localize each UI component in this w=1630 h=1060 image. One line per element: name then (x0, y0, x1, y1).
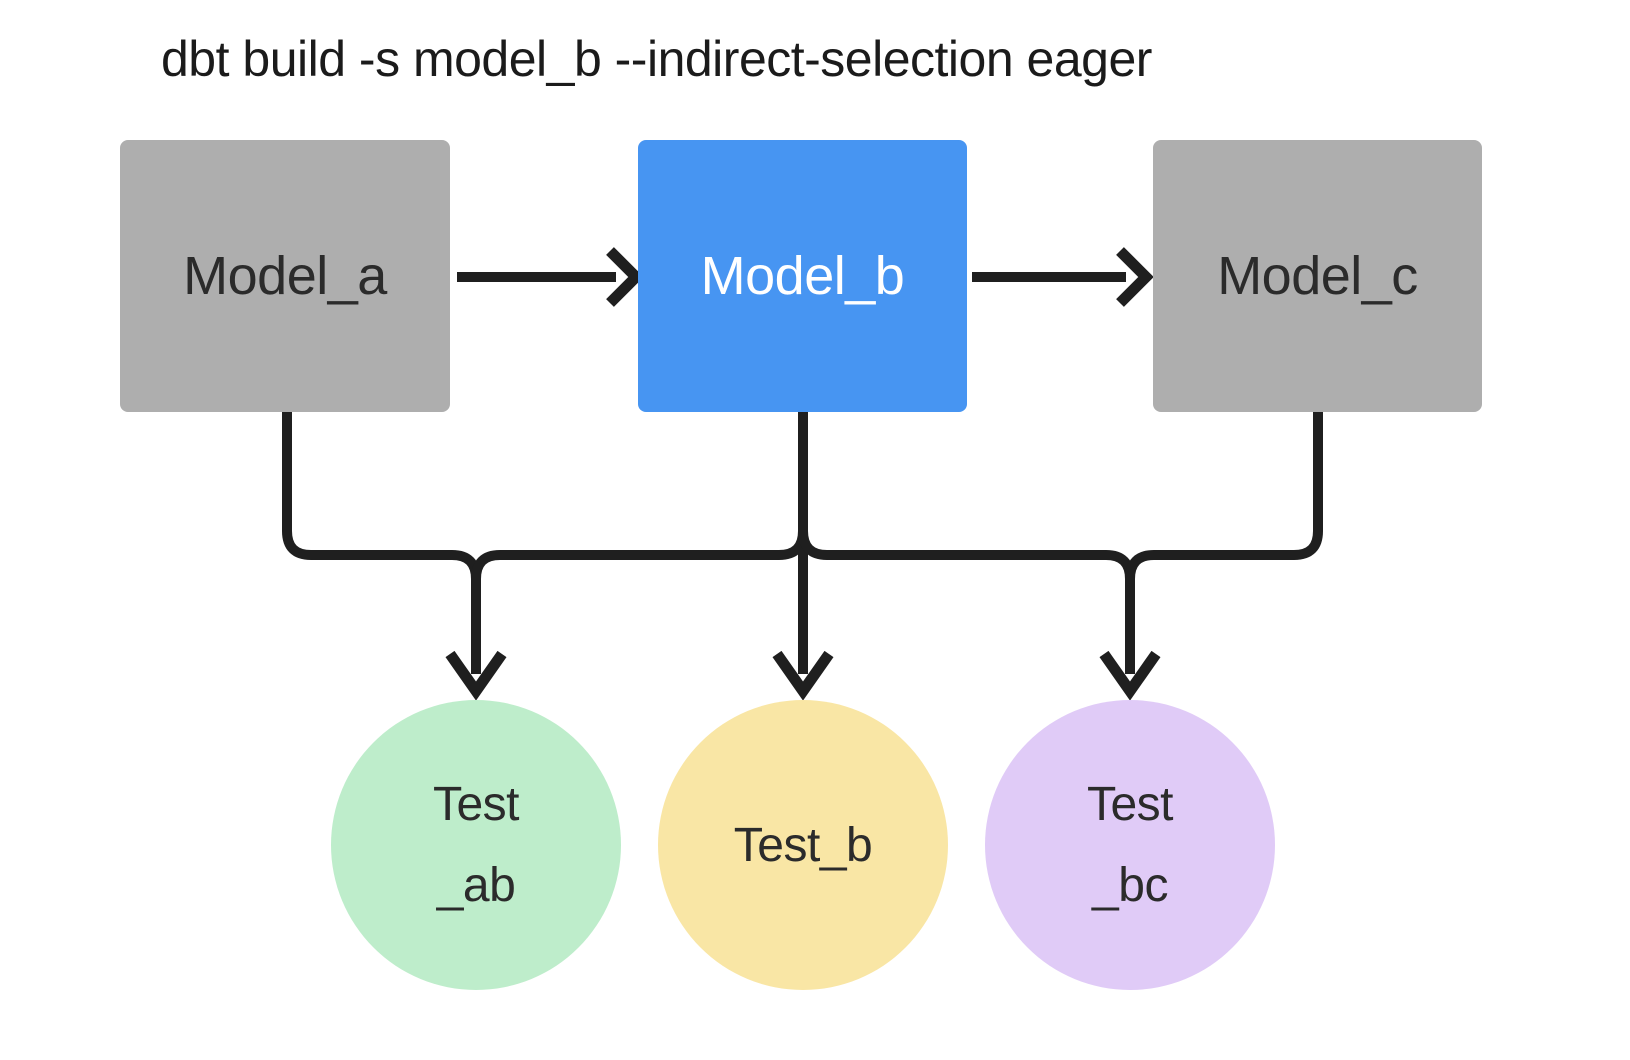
node-model-a-label: Model_a (183, 246, 387, 306)
edge-model-c-to-test-bc (1125, 412, 1323, 580)
node-test-bc-label-line2: _bc (1092, 859, 1168, 912)
node-test-ab: Test _ab (331, 700, 621, 990)
edge-model-b-to-test-bc (798, 530, 1135, 674)
node-test-bc: Test _bc (985, 700, 1275, 990)
diagram-title: dbt build -s model_b --indirect-selectio… (161, 31, 1152, 87)
arrowhead-test-ab-icon (445, 650, 507, 701)
arrowhead-model-c-icon (1116, 247, 1154, 307)
edge-model-a-to-test-ab (282, 412, 481, 674)
node-model-b: Model_b (638, 140, 967, 412)
node-model-b-label: Model_b (700, 246, 905, 306)
node-model-c: Model_c (1153, 140, 1482, 412)
node-test-ab-label-line2: _ab (436, 859, 516, 912)
edge-model-b-to-test-ab (471, 530, 808, 580)
node-test-ab-label-line1: Test (432, 778, 520, 831)
node-test-b: Test_b (658, 700, 948, 990)
arrowhead-test-bc-icon (1099, 650, 1161, 701)
node-test-bc-label-line1: Test (1086, 778, 1174, 831)
node-test-b-label: Test_b (733, 818, 873, 872)
node-model-a: Model_a (120, 140, 450, 412)
arrowhead-model-b-icon (606, 247, 644, 307)
arrowhead-test-b-icon (772, 650, 834, 701)
node-model-c-label: Model_c (1217, 246, 1418, 306)
